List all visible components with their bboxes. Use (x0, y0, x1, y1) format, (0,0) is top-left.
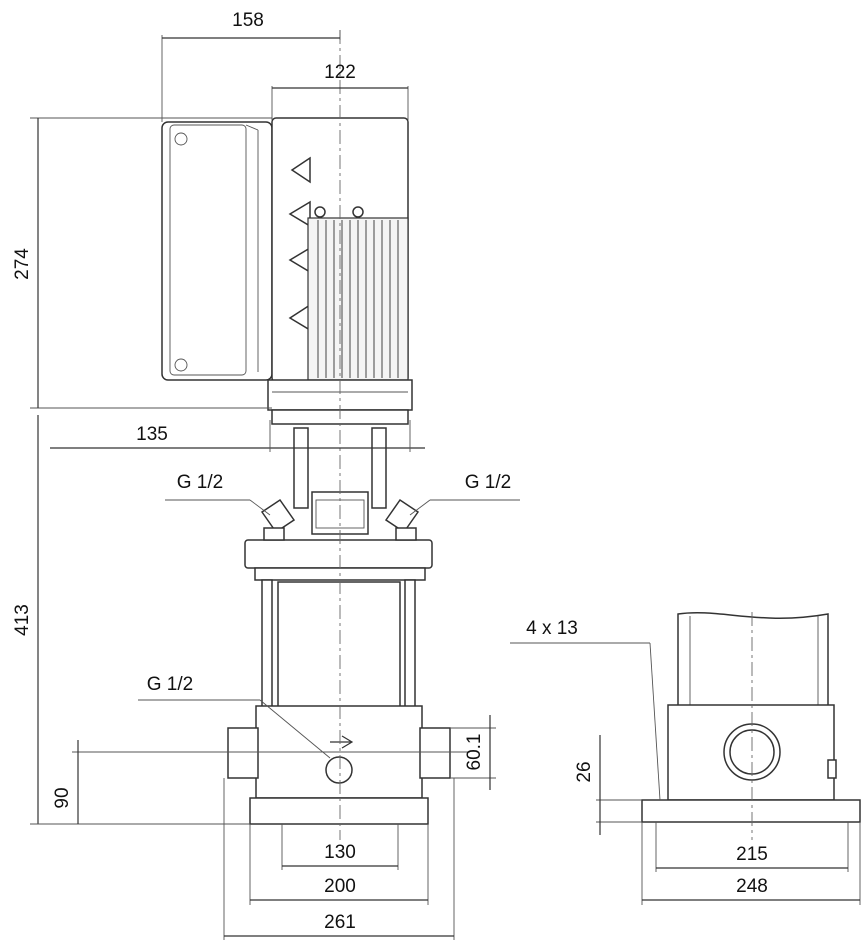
dimension-labels: 158 122 274 135 G 1/2 G 1/2 413 G 1/2 60… (12, 10, 768, 933)
dim-274: 274 (12, 248, 33, 280)
terminal-box (161, 121, 273, 381)
dimension-lines (30, 30, 861, 940)
vent-plug-left (260, 498, 296, 534)
lifting-eye-left (314, 206, 326, 218)
dim-90: 90 (52, 787, 73, 808)
terminal-box-lid (169, 124, 247, 376)
dim-122: 122 (324, 62, 356, 83)
vent-plug-right (384, 498, 420, 534)
pump-body (227, 579, 451, 825)
cable-glands (288, 156, 311, 332)
dim-26: 26 (574, 761, 595, 782)
fin-lines (317, 220, 399, 378)
label-vent-right: G 1/2 (465, 472, 511, 493)
side-base (641, 799, 861, 823)
dim-248: 248 (736, 876, 768, 897)
dim-158: 158 (232, 10, 264, 31)
dim-130: 130 (324, 842, 356, 863)
dim-413: 413 (12, 604, 33, 636)
coupling-guard-left (293, 427, 309, 509)
dim-261: 261 (324, 912, 356, 933)
dim-215: 215 (736, 844, 768, 865)
pump-head (244, 427, 433, 581)
label-vent-left: G 1/2 (177, 472, 223, 493)
drain-plug (325, 756, 353, 784)
dim-135: 135 (136, 424, 168, 445)
port-right (419, 727, 451, 779)
label-drain: G 1/2 (147, 674, 193, 695)
pump-head-plate (244, 539, 433, 569)
side-view (641, 611, 861, 840)
terminal-screw-top (174, 132, 188, 146)
pump-base (249, 797, 429, 825)
lifting-eye-right (352, 206, 364, 218)
dim-60-1: 60.1 (464, 734, 485, 771)
dim-200: 200 (324, 876, 356, 897)
motor-assembly (161, 117, 413, 425)
port-left (227, 727, 259, 779)
terminal-screw-bottom (174, 358, 188, 372)
coupling-guard-right (371, 427, 387, 509)
dim-4x13: 4 x 13 (526, 618, 578, 639)
